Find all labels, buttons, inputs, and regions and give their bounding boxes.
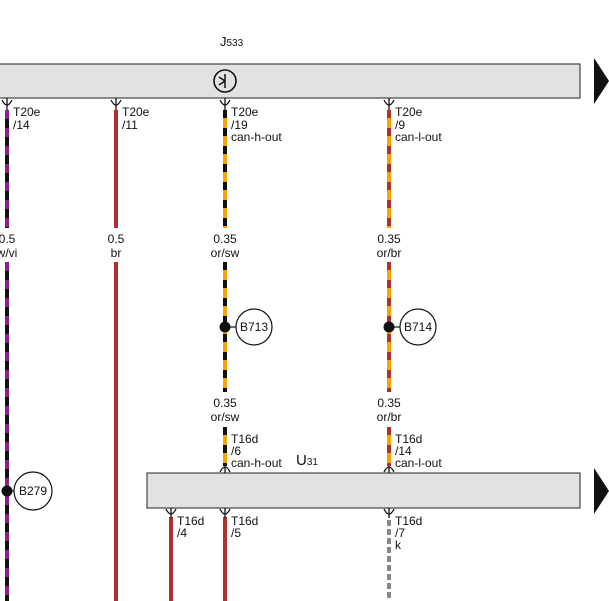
j533-label: J533 <box>220 34 244 49</box>
pin-label-t16d-6-sig: can-h-out <box>231 456 282 470</box>
wire-size-w4b: 0.35 <box>377 396 401 410</box>
pin-label-t16d-4-num: /4 <box>177 526 187 540</box>
pin-label-t16d-7-sig: k <box>395 538 402 552</box>
pin-socket-icon <box>219 466 395 473</box>
pin-connector-icon <box>1 98 395 110</box>
node-b714[interactable]: B714 <box>383 308 437 346</box>
pin-label-t20e-19: T20e <box>231 105 259 119</box>
pin-label-t20e-14-num: /14 <box>13 118 30 132</box>
wire-size-w4: 0.35 <box>377 232 401 246</box>
pin-label-t20e-9: T20e <box>395 105 423 119</box>
node-b279[interactable]: B279 <box>1 471 53 511</box>
pin-label-t20e-9-num: /9 <box>395 118 405 132</box>
wire-size-w3b: 0.35 <box>213 396 237 410</box>
node-b714-label: B714 <box>404 320 432 334</box>
pin-label-t16d-7-num: /7 <box>395 526 405 540</box>
pin-label-t16d-6: T16d <box>231 432 258 446</box>
wire-size-w1: 0.5 <box>0 232 16 246</box>
j533-module-bar <box>0 63 581 99</box>
wire-color-w1: w/vi <box>0 246 17 260</box>
pin-label-t20e-14: T20e <box>13 105 41 119</box>
pin-label-t20e-9-sig: can-l-out <box>395 130 442 144</box>
wire-color-w3b: or/sw <box>211 410 240 424</box>
wire-size-w2: 0.5 <box>108 232 125 246</box>
u31-continuation-arrow <box>594 468 609 514</box>
wire-color-w2: br <box>111 246 122 260</box>
pin-bottom-connector-icon <box>165 508 395 518</box>
pin-label-t20e-11: T20e <box>122 105 150 119</box>
pin-label-t20e-11-num: /11 <box>122 118 138 132</box>
wire-color-w3: or/sw <box>211 246 240 260</box>
pin-label-t16d-6-num: /6 <box>231 444 241 458</box>
pin-label-t16d-14-num: /14 <box>395 444 412 458</box>
pin-label-t16d-7: T16d <box>395 514 422 528</box>
pin-label-t16d-5-num: /5 <box>231 526 241 540</box>
node-b713-label: B713 <box>240 320 268 334</box>
node-b279-label: B279 <box>19 484 47 498</box>
wire-color-w4: or/br <box>377 246 402 260</box>
node-b713[interactable]: B713 <box>219 308 273 346</box>
u31-module-bar <box>146 472 581 509</box>
j533-continuation-arrow <box>594 58 609 104</box>
j533-gateway-icon <box>213 69 237 93</box>
wire-color-w4b: or/br <box>377 410 402 424</box>
pin-label-t16d-14: T16d <box>395 432 422 446</box>
pin-label-t16d-4: T16d <box>177 514 204 528</box>
pin-label-t20e-19-sig: can-h-out <box>231 130 282 144</box>
wire-size-w3: 0.35 <box>213 232 237 246</box>
pin-label-t16d-5: T16d <box>231 514 258 528</box>
pin-label-t20e-19-num: /19 <box>231 118 248 132</box>
u31-label: U31 <box>296 452 318 469</box>
pin-label-t16d-14-sig: can-l-out <box>395 456 442 470</box>
